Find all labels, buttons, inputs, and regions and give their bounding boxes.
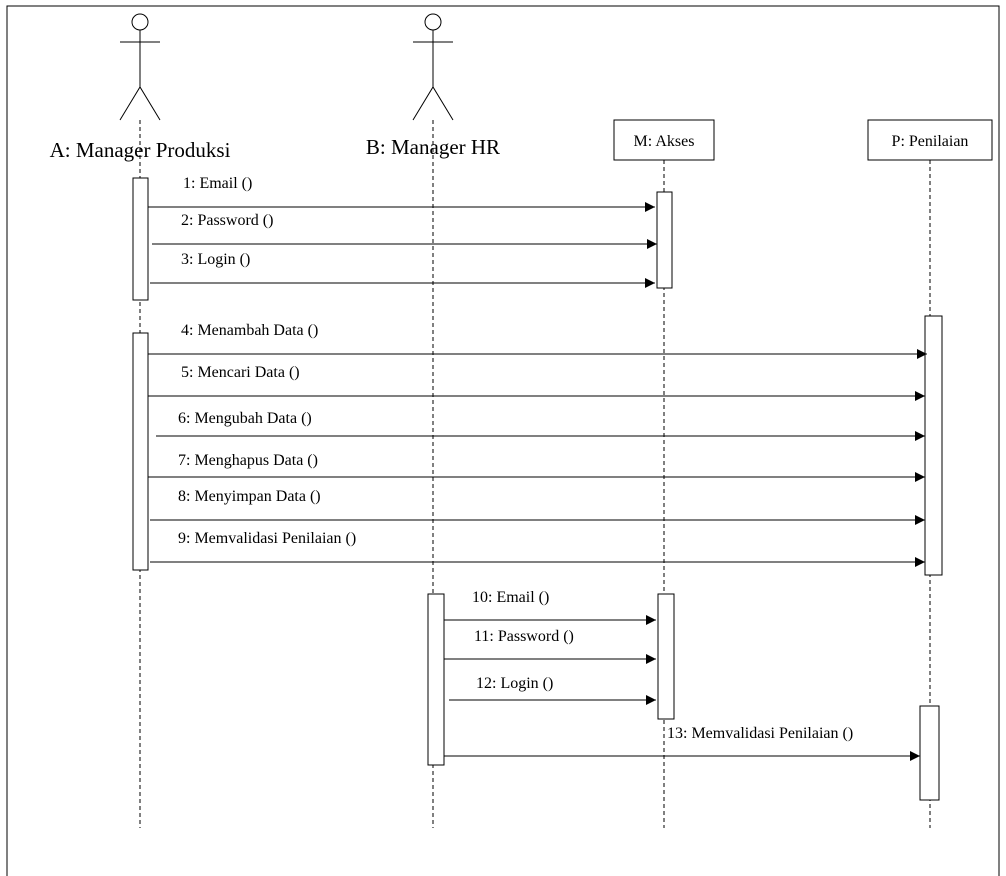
actor-a-label: A: Manager Produksi	[50, 138, 231, 162]
message-7-label: 7: Menghapus Data ()	[178, 452, 318, 469]
object-m-box[interactable]	[613, 119, 715, 161]
message-8-label: 8: Menyimpan Data ()	[178, 488, 321, 505]
message-5-label: 5: Mencari Data ()	[181, 364, 300, 381]
message-1-label: 1: Email ()	[183, 175, 252, 192]
message-2-label: 2: Password ()	[181, 212, 273, 229]
message-12-label: 12: Login ()	[476, 675, 553, 692]
activation-bar-m-6	[657, 593, 675, 720]
message-11-label: 11: Password ()	[474, 628, 574, 645]
message-9-label: 9: Memvalidasi Penilaian ()	[178, 530, 356, 547]
activation-bar-p-4	[924, 315, 943, 576]
activation-bar-m-2	[656, 191, 673, 289]
object-p-box[interactable]	[867, 119, 993, 161]
message-4-label: 4: Menambah Data ()	[181, 322, 318, 339]
activation-bar-b-5	[427, 593, 445, 766]
diagram-frame	[6, 5, 1000, 876]
message-10-label: 10: Email ()	[472, 589, 549, 606]
actor-a-legs	[119, 86, 161, 121]
actor-a-head	[131, 13, 149, 31]
actor-b-head	[424, 13, 442, 31]
activation-bar-p-7	[919, 705, 940, 801]
message-13-label: 13: Memvalidasi Penilaian ()	[667, 725, 853, 742]
actor-b-label: B: Manager HR	[366, 135, 500, 159]
actor-b-legs	[412, 86, 454, 121]
message-6-label: 6: Mengubah Data ()	[178, 410, 312, 427]
activation-bar-a-3	[132, 332, 149, 571]
object-p-label: P: Penilaian	[892, 133, 969, 150]
message-3-label: 3: Login ()	[181, 251, 250, 268]
object-m-label: M: Akses	[634, 133, 695, 150]
activation-bar-a-1	[132, 177, 149, 301]
